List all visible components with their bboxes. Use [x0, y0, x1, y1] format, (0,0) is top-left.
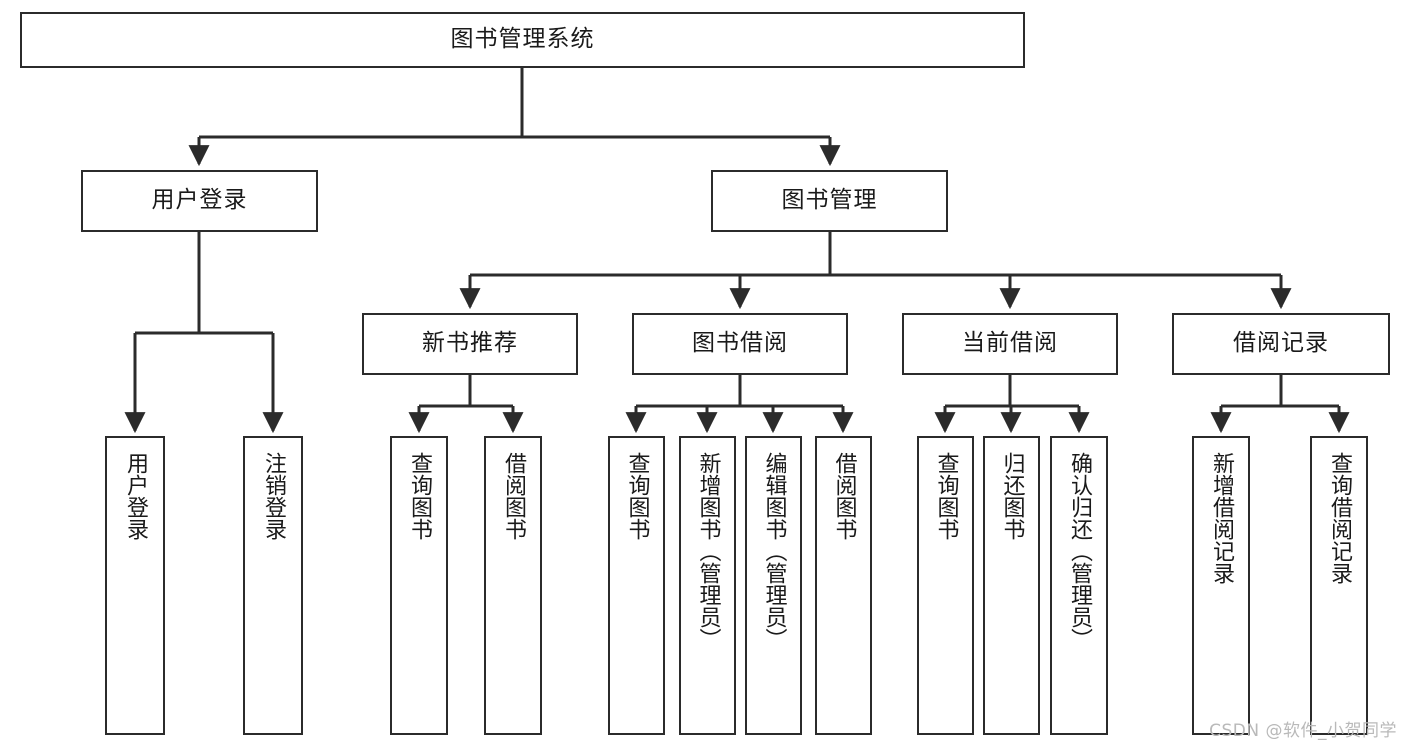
leaf-query-borrow-record[interactable]: 查询借阅记录: [1310, 436, 1368, 735]
leaf-borrow-book-label: 借阅图书: [831, 452, 857, 540]
leaf-new-book-query-label: 查询图书: [406, 452, 432, 540]
leaf-edit-book-admin[interactable]: 编辑图书（管理员）: [745, 436, 802, 735]
leaf-add-book-admin-label: 新增图书（管理员）: [695, 452, 721, 650]
node-current-borrow-label: 当前借阅: [962, 330, 1058, 357]
leaf-return-book[interactable]: 归还图书: [983, 436, 1040, 735]
node-user-login[interactable]: 用户登录: [81, 170, 318, 232]
leaf-new-book-query[interactable]: 查询图书: [390, 436, 448, 735]
node-book-borrow[interactable]: 图书借阅: [632, 313, 848, 375]
leaf-user-logout-label: 注销登录: [260, 452, 286, 540]
leaf-user-login-label: 用户登录: [122, 452, 148, 540]
leaf-user-login[interactable]: 用户登录: [105, 436, 165, 735]
leaf-confirm-return-admin[interactable]: 确认归还（管理员）: [1050, 436, 1108, 735]
leaf-borrow-query-book-label: 查询图书: [624, 452, 650, 540]
node-borrow-record-label: 借阅记录: [1233, 330, 1329, 357]
node-root[interactable]: 图书管理系统: [20, 12, 1025, 68]
leaf-add-borrow-record[interactable]: 新增借阅记录: [1192, 436, 1250, 735]
leaf-borrow-query-book[interactable]: 查询图书: [608, 436, 665, 735]
node-new-book-recommend-label: 新书推荐: [422, 330, 518, 357]
leaf-borrow-book[interactable]: 借阅图书: [815, 436, 872, 735]
node-user-login-label: 用户登录: [151, 187, 248, 214]
node-book-management[interactable]: 图书管理: [711, 170, 948, 232]
node-root-label: 图书管理系统: [450, 26, 595, 53]
leaf-return-book-label: 归还图书: [999, 452, 1025, 540]
node-borrow-record[interactable]: 借阅记录: [1172, 313, 1390, 375]
node-book-management-label: 图书管理: [781, 187, 878, 214]
leaf-new-book-borrow[interactable]: 借阅图书: [484, 436, 542, 735]
leaf-edit-book-admin-label: 编辑图书（管理员）: [761, 452, 787, 650]
leaf-current-query-book[interactable]: 查询图书: [917, 436, 974, 735]
leaf-current-query-book-label: 查询图书: [933, 452, 959, 540]
leaf-confirm-return-admin-label: 确认归还（管理员）: [1066, 452, 1092, 650]
leaf-query-borrow-record-label: 查询借阅记录: [1326, 452, 1352, 584]
leaf-add-borrow-record-label: 新增借阅记录: [1208, 452, 1234, 584]
leaf-new-book-borrow-label: 借阅图书: [500, 452, 526, 540]
node-current-borrow[interactable]: 当前借阅: [902, 313, 1118, 375]
node-book-borrow-label: 图书借阅: [692, 330, 788, 357]
leaf-user-logout[interactable]: 注销登录: [243, 436, 303, 735]
node-new-book-recommend[interactable]: 新书推荐: [362, 313, 578, 375]
leaf-add-book-admin[interactable]: 新增图书（管理员）: [679, 436, 736, 735]
